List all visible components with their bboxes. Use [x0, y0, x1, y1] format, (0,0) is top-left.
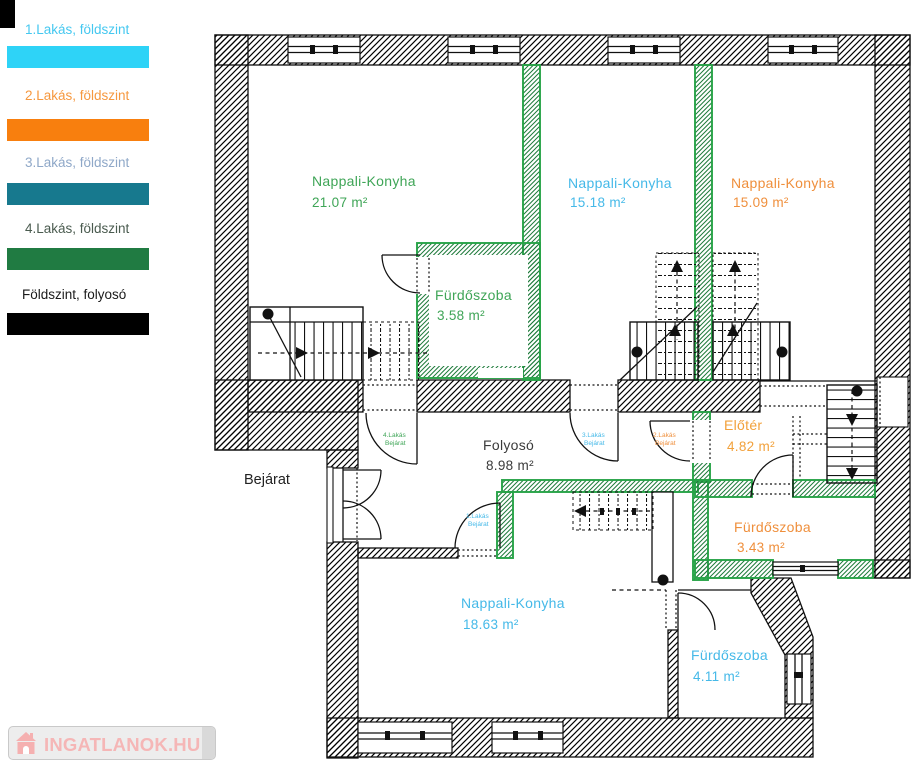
watermark-logo: INGATLANOK.HU — [8, 726, 216, 760]
room-label-eloter-area: 4.82 m² — [727, 439, 775, 454]
door-label-3-line1: 3.Lakás — [582, 432, 606, 439]
house-icon — [16, 732, 36, 754]
legend-label-4: 4.Lakás, földszint — [25, 221, 130, 236]
window-bath343 — [772, 561, 839, 576]
legend-swatch-3 — [7, 183, 149, 205]
room-label-bath343-area: 3.43 m² — [737, 540, 785, 555]
room-label-folyoso-area: 8.98 m² — [486, 458, 534, 473]
room-labels: Nappali-Konyha 21.07 m² Nappali-Konyha 1… — [244, 173, 835, 684]
wall-corridor-bottom — [357, 547, 459, 559]
room-label-nappali3-name: Nappali-Konyha — [731, 175, 835, 191]
legend-swatch-5 — [7, 313, 149, 335]
opening-dots-right — [760, 385, 827, 407]
wall-duct — [651, 491, 674, 583]
watermark-text: INGATLANOK.HU — [44, 734, 201, 755]
door-entrance — [326, 466, 382, 544]
window-top-2 — [447, 36, 521, 64]
green-wall-4 — [501, 479, 699, 493]
window-bath411 — [786, 653, 812, 705]
black-walls — [651, 380, 877, 591]
door-apartment2 — [649, 420, 712, 463]
stair-corridor — [572, 491, 677, 630]
legend-swatch-1 — [7, 46, 149, 68]
wall-left-lower-a — [326, 449, 359, 469]
room-label-nappali1-area: 21.07 m² — [312, 195, 368, 210]
door-entry-labels: 4.Lakás Bejárat 3.Lakás Bejárat 2.Lakás … — [383, 432, 677, 528]
window-bottom-2 — [491, 721, 564, 754]
room-label-bath358-name: Fürdőszoba — [435, 287, 512, 303]
window-top-4 — [767, 36, 839, 64]
room-label-nappali1-name: Nappali-Konyha — [312, 173, 416, 189]
wall-right — [874, 34, 911, 579]
door-label-4-line1: 4.Lakás — [383, 432, 407, 439]
legend-label-5: Földszint, folyosó — [22, 287, 127, 302]
entrance-label: Bejárat — [244, 472, 290, 488]
wall-bath411-left — [667, 629, 679, 719]
green-wall-5 — [496, 491, 514, 559]
room-label-bath411-area: 4.11 m² — [693, 669, 740, 684]
door-bath358 — [381, 254, 430, 294]
door-label-4-line2: Bejárat — [385, 440, 406, 447]
wall-right-cap — [872, 559, 911, 579]
room-label-nappali2-area: 15.18 m² — [570, 195, 626, 210]
legend-label-1: 1.Lakás, földszint — [25, 22, 130, 37]
bath358-notch — [478, 368, 523, 378]
door-eloter-bath — [750, 454, 794, 498]
wall-corridor-2 — [416, 379, 571, 413]
bath358-interior — [429, 255, 528, 366]
window-bottom-1 — [357, 721, 453, 754]
green-partition-walls — [415, 64, 876, 581]
page-corner-mark — [0, 0, 15, 28]
door-bath411 — [677, 592, 716, 631]
room-label-bath411-name: Fürdőszoba — [691, 647, 768, 663]
room-label-nappali2-name: Nappali-Konyha — [568, 175, 672, 191]
windows — [287, 36, 909, 754]
doors — [326, 254, 827, 631]
legend-label-3: 3.Lakás, földszint — [25, 155, 130, 170]
green-wall-bath343-b — [837, 559, 874, 579]
door-label-1-line2: Bejárat — [468, 521, 489, 528]
door-label-2-line1: 2.Lakás — [653, 432, 677, 439]
door-label-2-line2: Bejárat — [655, 440, 676, 447]
stair-right — [792, 384, 878, 484]
bath358-door-gap — [415, 257, 431, 294]
room-label-nappali3-area: 15.09 m² — [733, 195, 789, 210]
legend-label-2: 2.Lakás, földszint — [25, 88, 130, 103]
outer-walls — [214, 34, 911, 759]
window-top-3 — [607, 36, 681, 64]
door-apartment1 — [454, 502, 501, 557]
room-label-eloter-name: Előtér — [724, 417, 762, 433]
window-top-1 — [287, 36, 361, 64]
stairs-middle — [619, 252, 791, 381]
door-label-3-line2: Bejárat — [584, 440, 605, 447]
green-wall-eloter-a — [694, 479, 753, 498]
wall-corridor-1 — [247, 379, 364, 413]
door-label-1-line1: 1.Lakás — [466, 513, 490, 520]
door-apartment3 — [569, 384, 619, 462]
wall-corridor-3 — [617, 379, 761, 413]
right-wall-niche — [876, 376, 909, 428]
door-apartment4 — [363, 384, 418, 465]
room-label-bath343-name: Fürdőszoba — [734, 519, 811, 535]
legend-swatch-2 — [7, 119, 149, 141]
stair-upper-left — [249, 306, 428, 381]
room-label-folyoso-name: Folyosó — [483, 437, 534, 453]
watermark-notch — [202, 727, 215, 759]
room-label-nappali4-name: Nappali-Konyha — [461, 595, 565, 611]
green-wall-bath343-a — [694, 559, 774, 579]
room-label-bath358-area: 3.58 m² — [437, 308, 485, 323]
legend-swatch-4 — [7, 248, 149, 270]
room-label-nappali4-area: 18.63 m² — [463, 617, 519, 632]
